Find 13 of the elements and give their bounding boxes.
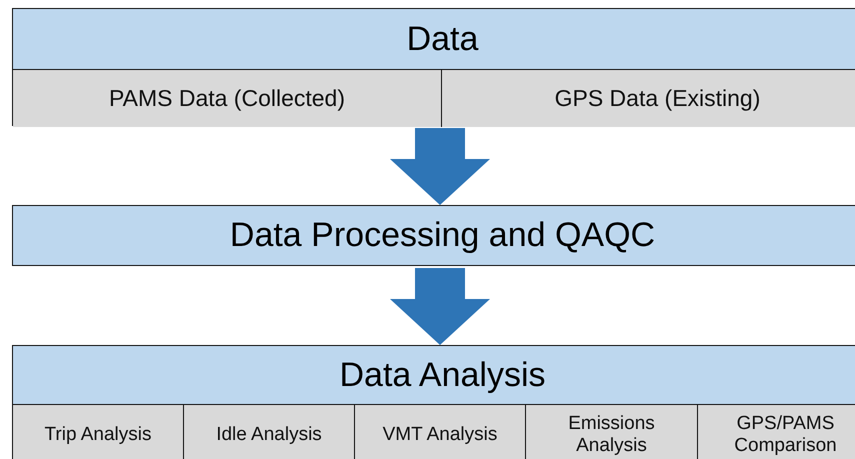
section-heading: Data bbox=[13, 9, 855, 69]
category-cell: VMT Analysis bbox=[354, 404, 525, 459]
section-heading: Data Analysis bbox=[13, 346, 855, 404]
category-cell: Emissions Analysis bbox=[525, 404, 697, 459]
block-arrow bbox=[390, 128, 490, 205]
category-cell: GPS/PAMS Comparison bbox=[697, 404, 855, 459]
category-cell: PAMS Data (Collected) bbox=[13, 69, 441, 127]
category-cell: Idle Analysis bbox=[183, 404, 354, 459]
block-arrow bbox=[390, 268, 490, 345]
process-band: Data Processing and QAQC bbox=[12, 205, 855, 266]
category-cell: GPS Data (Existing) bbox=[441, 69, 855, 127]
section-panel bbox=[12, 345, 855, 459]
section-panel bbox=[12, 8, 855, 126]
